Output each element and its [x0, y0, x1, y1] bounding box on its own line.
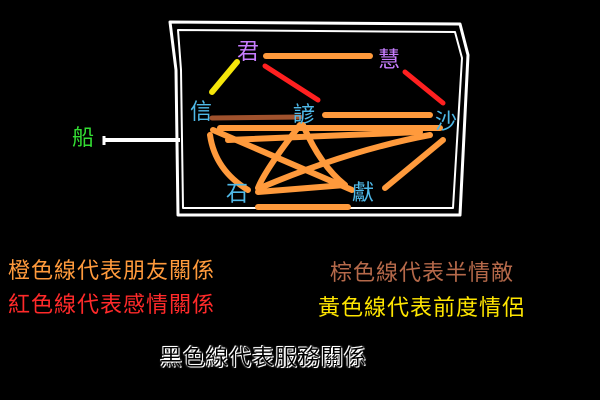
brown-rival-line-xin-yan — [209, 114, 303, 121]
friend-line-yan-cross — [225, 129, 423, 143]
node-yan: 諺 — [293, 103, 316, 128]
orange-friendship-lines — [207, 53, 446, 210]
node-xian: 獻 — [352, 181, 375, 206]
node-jun: 君 — [237, 40, 260, 65]
node-sha: 沙 — [435, 110, 458, 135]
friend-line-shi-sha — [257, 132, 433, 191]
legend-black: 黑色線代表服務關係 — [160, 346, 368, 371]
legend-brown: 棕色線代表半情敵 — [330, 261, 515, 286]
legend-red: 紅色線代表感情關係 — [8, 293, 216, 318]
romance-line-hui-sha — [402, 69, 446, 106]
node-shi: 石 — [226, 182, 249, 207]
node-xin: 信 — [190, 100, 213, 125]
friend-line-xian-sha — [382, 137, 446, 191]
node-hui: 慧 — [378, 48, 401, 73]
ship-frame-outline — [168, 20, 470, 217]
red-romance-lines — [262, 63, 446, 106]
friend-line-yan-xian — [300, 122, 348, 188]
legend-yellow: 黃色線代表前度情侶 — [318, 296, 526, 321]
friend-line-shi-xian — [255, 182, 348, 195]
legend-orange: 橙色線代表朋友關係 — [8, 259, 216, 284]
romance-line-jun-yan — [262, 63, 321, 103]
friend-line-yan-shi — [255, 122, 303, 191]
ship-frame-inner-outline — [177, 29, 463, 209]
node-chuan: 船 — [72, 126, 95, 151]
yellow-ex-line-jun-xin — [209, 59, 240, 95]
friend-line-xin-shi — [207, 132, 251, 193]
